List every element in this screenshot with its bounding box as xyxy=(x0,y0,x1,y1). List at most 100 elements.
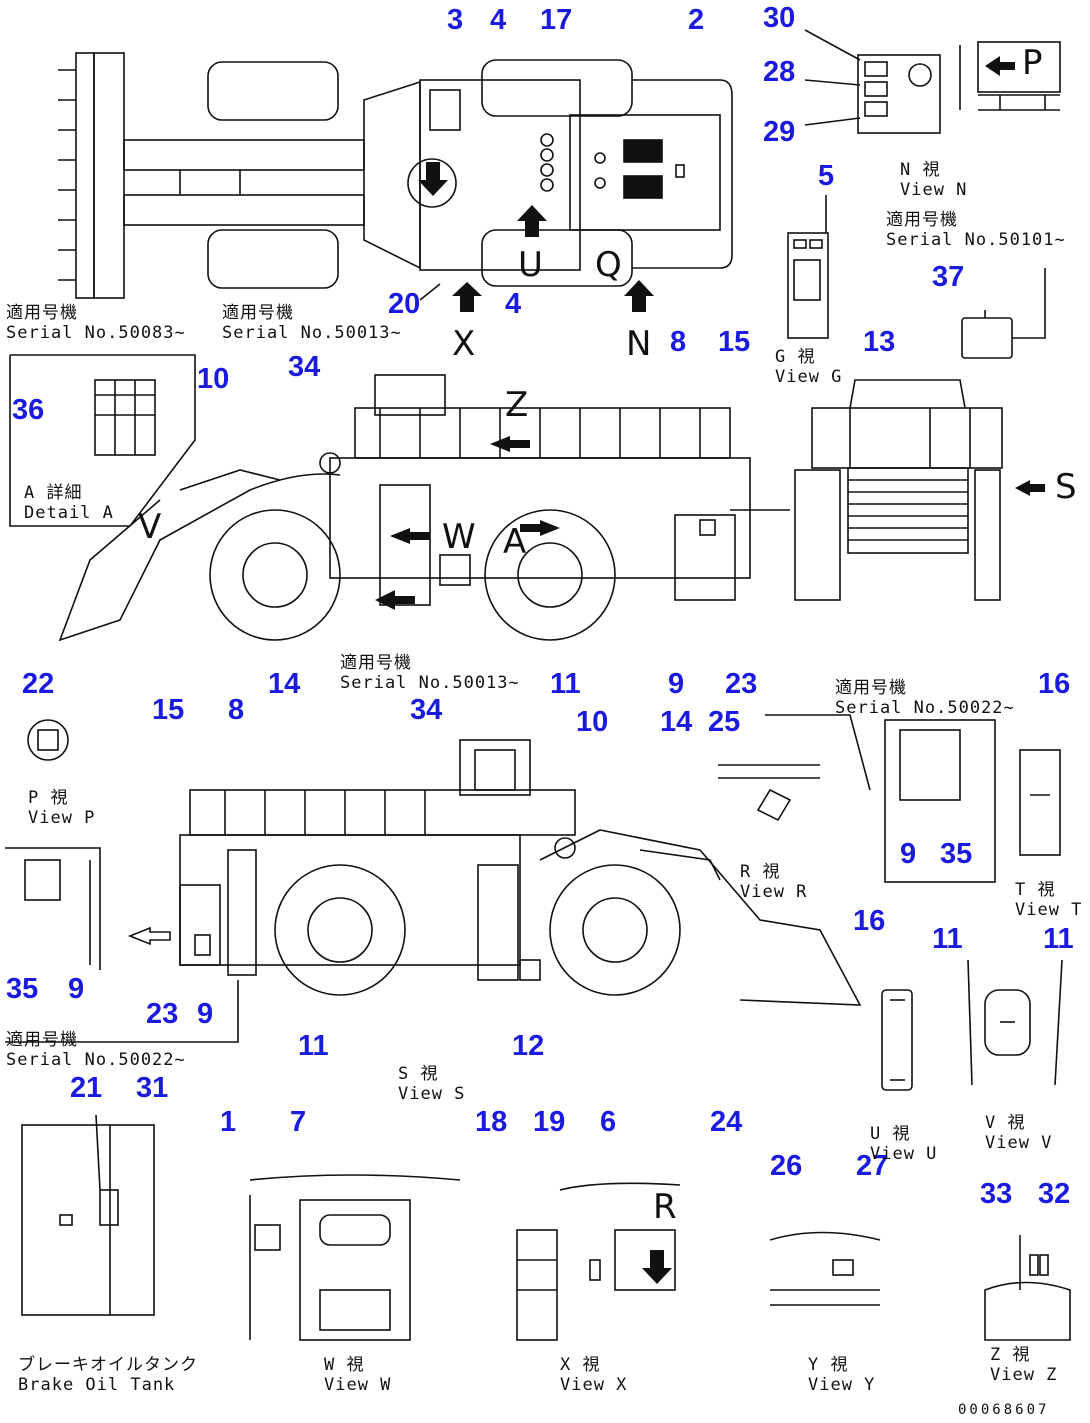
caption-en: View G xyxy=(775,367,843,387)
caption-view-t: T 視 View T xyxy=(1015,880,1082,920)
view-v-detail xyxy=(967,959,1063,1086)
callout-9d: 9 xyxy=(197,998,214,1030)
caption-jp: ブレーキオイルタンク xyxy=(18,1355,198,1375)
callout-9: 9 xyxy=(668,668,685,700)
caption-view-g: G 視 View G xyxy=(775,347,842,387)
callout-24: 24 xyxy=(710,1106,743,1138)
caption-view-w: W 視 View W xyxy=(324,1355,391,1395)
rear-view-machine xyxy=(794,379,1045,601)
caption-en: View P xyxy=(28,808,96,828)
caption-jp: 適用号機 xyxy=(340,653,412,673)
view-z-detail xyxy=(984,1235,1071,1341)
document-number: 00068607 xyxy=(958,1402,1050,1418)
callout-35b: 35 xyxy=(6,973,39,1005)
caption-jp: U 視 xyxy=(870,1124,911,1144)
caption-en: Serial No.50013~ xyxy=(222,323,402,343)
caption-en: View W xyxy=(324,1375,392,1395)
view-letter-u: U xyxy=(518,245,543,285)
callout-3: 3 xyxy=(447,4,464,36)
callout-11c: 11 xyxy=(932,923,963,955)
callout-37: 37 xyxy=(932,261,965,293)
side-view-machine-lower xyxy=(179,739,862,1006)
caption-en: Serial No.50022~ xyxy=(835,698,1015,718)
view-letter-x: X xyxy=(452,324,476,364)
view-p-detail xyxy=(27,719,69,761)
callout-11: 11 xyxy=(550,668,581,700)
callout-23b: 23 xyxy=(146,998,179,1030)
caption-detail-a: A 詳細 Detail A xyxy=(24,483,114,523)
caption-jp: 適用号機 xyxy=(6,1030,78,1050)
caption-jp: P 視 xyxy=(28,788,69,808)
caption-view-p: P 視 View P xyxy=(28,788,95,828)
caption-serial-50022-left: 適用号機 Serial No.50022~ xyxy=(6,1030,186,1070)
callout-8: 8 xyxy=(670,326,687,358)
callout-31: 31 xyxy=(136,1072,169,1104)
view-letter-z: Z xyxy=(505,385,529,425)
view-letter-w: W xyxy=(442,517,476,557)
caption-en: View Y xyxy=(808,1375,876,1395)
caption-en: Serial No.50022~ xyxy=(6,1050,186,1070)
caption-jp: 適用号機 xyxy=(886,210,958,230)
callout-9c: 9 xyxy=(68,973,85,1005)
view-y-detail xyxy=(769,1231,881,1306)
callout-18: 18 xyxy=(475,1106,508,1138)
caption-jp: 適用号機 xyxy=(6,303,78,323)
callout-34: 34 xyxy=(288,351,321,383)
view-r-detail xyxy=(718,714,871,822)
brake-oil-tank-drawing xyxy=(21,1114,155,1316)
view-letter-q: Q xyxy=(595,245,622,285)
caption-jp: Y 視 xyxy=(808,1355,849,1375)
caption-view-n: N 視 View N xyxy=(900,160,967,200)
caption-en: Serial No.50083~ xyxy=(6,323,186,343)
caption-serial-50101: 適用号機 Serial No.50101~ xyxy=(886,210,1066,250)
caption-en: Detail A xyxy=(24,503,114,523)
caption-jp: 適用号機 xyxy=(835,678,907,698)
callout-29: 29 xyxy=(763,116,796,148)
caption-jp: S 視 xyxy=(398,1064,439,1084)
caption-en: View N xyxy=(900,180,968,200)
callout-26: 26 xyxy=(770,1150,803,1182)
callout-5: 5 xyxy=(818,160,835,192)
callout-15b: 15 xyxy=(152,694,185,726)
callout-27: 27 xyxy=(856,1150,889,1182)
caption-en: View T xyxy=(1015,900,1083,920)
caption-en: View X xyxy=(560,1375,628,1395)
view-x-detail xyxy=(516,1182,681,1341)
caption-view-z: Z 視 View Z xyxy=(990,1345,1057,1385)
callout-14: 14 xyxy=(268,668,301,700)
view-letter-p: P xyxy=(1022,43,1043,83)
caption-en: View U xyxy=(870,1144,938,1164)
caption-jp: Z 視 xyxy=(990,1345,1031,1365)
caption-jp: V 視 xyxy=(985,1113,1026,1133)
caption-view-y: Y 視 View Y xyxy=(808,1355,875,1395)
callout-15: 15 xyxy=(718,326,751,358)
top-view-machine xyxy=(58,52,733,312)
caption-jp: N 視 xyxy=(900,160,941,180)
callout-13: 13 xyxy=(863,326,896,358)
callout-17: 17 xyxy=(540,4,573,36)
callout-30: 30 xyxy=(763,2,796,34)
caption-jp: T 視 xyxy=(1015,880,1056,900)
caption-brake-oil-tank: ブレーキオイルタンク Brake Oil Tank xyxy=(18,1355,198,1395)
caption-view-r: R 視 View R xyxy=(740,862,807,902)
callout-36: 36 xyxy=(12,394,45,426)
callout-16b: 16 xyxy=(853,905,886,937)
callout-4b: 4 xyxy=(505,288,522,320)
callout-11b: 11 xyxy=(298,1030,329,1062)
side-view-machine-upper xyxy=(58,374,790,642)
view-letter-v: V xyxy=(138,507,162,547)
caption-serial-50013-mid: 適用号機 Serial No.50013~ xyxy=(340,653,520,693)
view-letter-r: R xyxy=(653,1187,677,1227)
callout-23: 23 xyxy=(725,668,758,700)
caption-serial-50013-top: 適用号機 Serial No.50013~ xyxy=(222,303,402,343)
caption-serial-50022-right: 適用号機 Serial No.50022~ xyxy=(835,678,1015,718)
callout-10: 10 xyxy=(197,363,230,395)
caption-en: View R xyxy=(740,882,808,902)
callout-4: 4 xyxy=(490,4,507,36)
callout-16: 16 xyxy=(1038,668,1071,700)
caption-en: View V xyxy=(985,1133,1053,1153)
callout-28: 28 xyxy=(763,56,796,88)
caption-serial-50083: 適用号機 Serial No.50083~ xyxy=(6,303,186,343)
caption-en: Brake Oil Tank xyxy=(18,1375,176,1395)
